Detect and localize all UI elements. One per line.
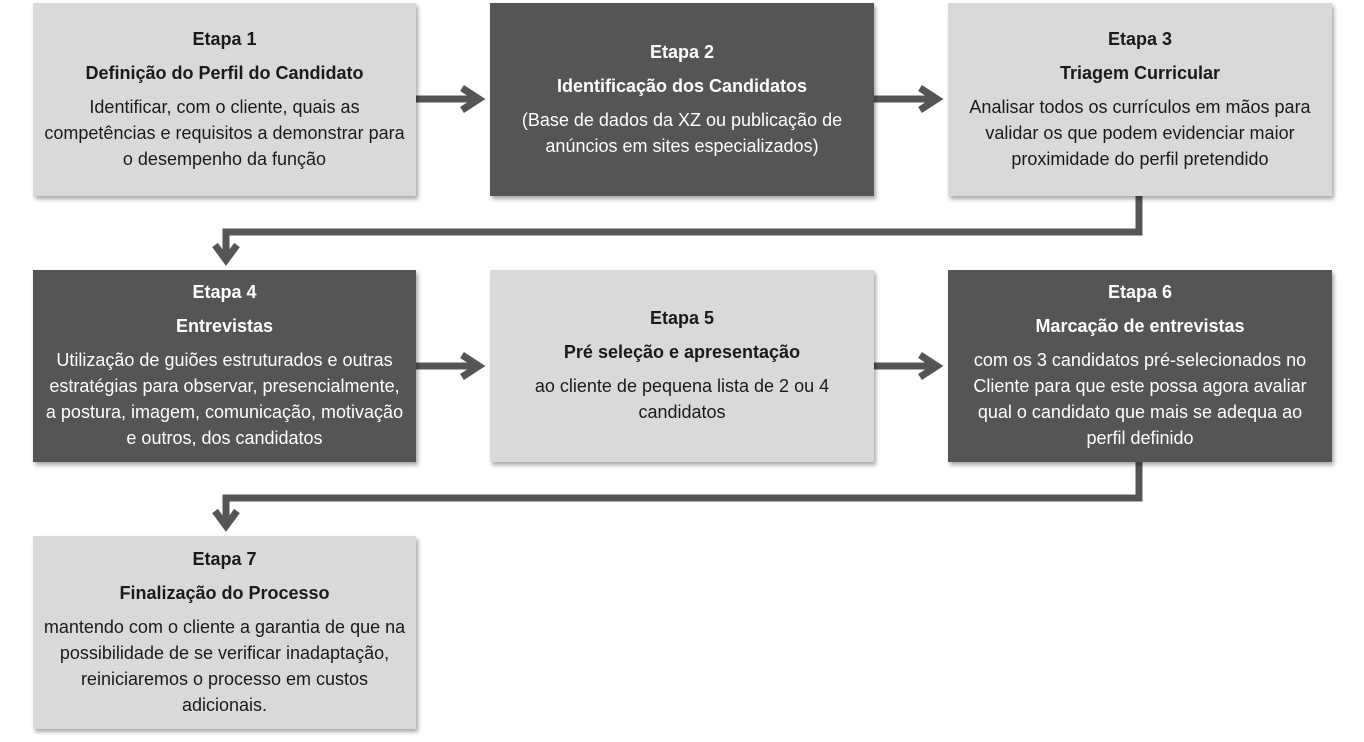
step-6-label: Etapa 6	[1107, 282, 1173, 302]
step-1-description: Identificar, com o cliente, quais as com…	[44, 96, 405, 169]
step-6-box: Etapa 6 Marcação de entrevistas com os 3…	[948, 270, 1332, 462]
step-3-box: Etapa 3 Triagem Curricular Analisar todo…	[948, 3, 1332, 196]
arrow-step6-to-step7	[222, 462, 1143, 524]
step-2-label: Etapa 2	[649, 41, 715, 62]
step-1-label: Etapa 1	[192, 28, 257, 49]
step-7-title: Finalização do Processo	[119, 582, 330, 603]
step-7-box: Etapa 7 Finalização do Processo mantendo…	[33, 536, 416, 729]
step-3-label: Etapa 3	[1107, 28, 1173, 49]
step-7-label: Etapa 7	[192, 548, 257, 569]
arrow-step3-to-step4	[222, 196, 1143, 258]
step-6-description: com os 3 candidatos pré-selecionados no …	[973, 350, 1307, 448]
step-1-box: Etapa 1 Definição do Perfil do Candidato…	[33, 3, 416, 196]
step-5-title: Pré seleção e apresentação	[563, 342, 801, 362]
step-5-box: Etapa 5 Pré seleção e apresentação ao cl…	[490, 270, 874, 462]
step-4-title: Entrevistas	[175, 316, 274, 336]
step-3-title: Triagem Curricular	[1059, 62, 1221, 83]
step-7-description: mantendo com o cliente a garantia de que…	[43, 616, 406, 715]
step-2-description: (Base de dados da XZ ou publicação de an…	[521, 109, 843, 156]
step-2-title: Identificação dos Candidatos	[556, 75, 808, 96]
step-3-description: Analisar todos os currículos em mãos par…	[969, 96, 1311, 169]
step-5-description: ao cliente de pequena lista de 2 ou 4 ca…	[534, 376, 830, 422]
step-1-title: Definição do Perfil do Candidato	[85, 62, 364, 83]
step-2-box: Etapa 2 Identificação dos Candidatos (Ba…	[490, 3, 874, 196]
step-4-label: Etapa 4	[192, 282, 257, 302]
step-5-label: Etapa 5	[649, 308, 715, 328]
step-6-title: Marcação de entrevistas	[1035, 316, 1245, 336]
step-4-description: Utilização de guiões estruturados e outr…	[45, 350, 404, 448]
step-4-box: Etapa 4 Entrevistas Utilização de guiões…	[33, 270, 416, 462]
